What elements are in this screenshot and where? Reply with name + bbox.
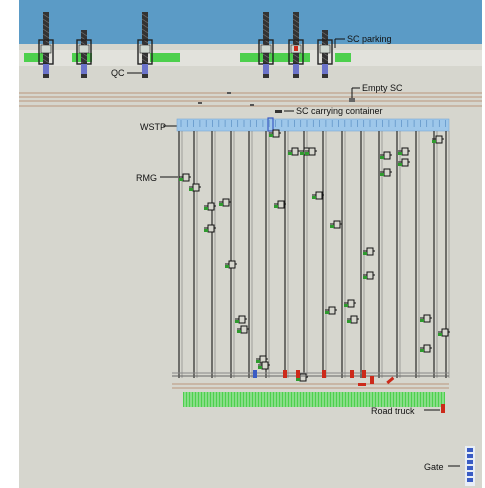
wstp-active-slot [267,117,274,132]
quay-crane [137,12,153,78]
rmg-crane [420,344,432,353]
gate-icon [465,446,475,486]
rmg-crane [432,135,444,144]
rmg-cranes [179,129,450,382]
rmg-crane [225,260,237,269]
rmg-crane [288,147,300,156]
sc-parking-label: SC parking [347,34,392,44]
landside-transfer [172,370,449,389]
rmg-crane [312,191,324,200]
yard-area [19,44,482,488]
road-truck-label: Road truck [371,406,415,416]
rmg-crane [330,220,342,229]
driving-lanes [19,92,482,107]
rmg-crane [363,271,375,280]
rmg-crane [325,306,337,315]
rmg-crane [235,315,247,324]
water-area [19,0,482,44]
rmg-label: RMG [136,173,157,183]
rmg-crane [438,328,450,337]
rmg-crane [269,129,281,138]
rmg-crane [189,183,201,192]
quay-crane [258,12,274,78]
rmg-crane [237,325,249,334]
empty-sc-label: Empty SC [362,83,403,93]
rmg-crane [398,147,410,156]
rmg-crane [204,224,216,233]
rmg-crane [344,299,356,308]
wstp-label: WSTP [140,122,166,132]
rmg-crane [380,168,392,177]
sc-carrying-label: SC carrying container [296,106,383,116]
rmg-crane [380,151,392,160]
truck-waiting-area [183,392,445,407]
quay-cranes [38,12,333,78]
empty-sc-vehicle [349,98,355,102]
quay-crane [76,30,92,78]
quay-crane [38,12,54,78]
rmg-crane [347,315,359,324]
rmg-crane [420,314,432,323]
road-truck-vehicle [441,404,445,413]
rmg-crane [179,173,191,182]
yard-blocks [178,131,450,378]
quay-crane [288,12,304,78]
rmg-crane [274,200,286,209]
rmg-crane [258,361,270,370]
rmg-crane [219,198,231,207]
quay-crane [317,30,333,78]
rmg-crane [305,147,317,156]
gate-label: Gate [424,462,444,472]
rmg-crane [398,158,410,167]
qc-label: QC [111,68,125,78]
sc-carrying-vehicle [275,110,282,113]
rmg-crane [204,202,216,211]
rmg-crane [363,247,375,256]
wstp-slots [180,120,446,127]
